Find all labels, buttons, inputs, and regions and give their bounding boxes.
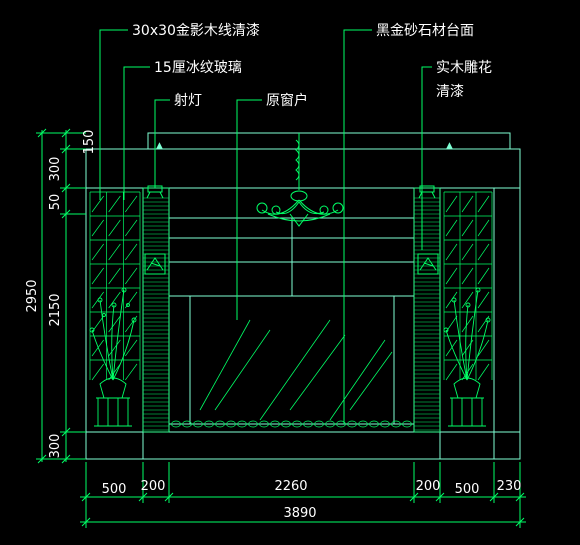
annotation-carving-line2: 清漆 (436, 84, 464, 100)
chandelier-icon (256, 133, 344, 227)
annotation-trim: 30x30金影木线清漆 (132, 23, 260, 39)
dim-v-2150: 2150 (48, 293, 63, 326)
dim-v-150: 150 (82, 130, 97, 155)
glass-panel-left (89, 191, 141, 381)
dim-h-500-left: 500 (102, 482, 127, 497)
dim-h-200-right: 200 (416, 479, 441, 494)
glass-panel-right (443, 191, 493, 381)
carving-panel-right (417, 253, 439, 275)
window-recess (189, 295, 395, 425)
dim-h-total: 3890 (283, 506, 316, 521)
vertical-dimension-lines (36, 128, 86, 464)
annotation-spotlight: 射灯 (174, 93, 202, 109)
ceiling-band (85, 148, 521, 189)
dim-v-total: 2950 (25, 279, 40, 312)
ceiling-marker-left: ▲ (156, 141, 163, 151)
potted-plant-icon (443, 287, 491, 427)
window-glass-reflection (199, 319, 393, 421)
pillar-left (142, 187, 170, 433)
carving-motif-right (419, 257, 437, 271)
dim-h-230: 230 (497, 479, 522, 494)
ceiling-marker-right: ▲ (446, 141, 453, 151)
dim-h-2260: 2260 (274, 479, 307, 494)
horizontal-dimension-lines (80, 462, 526, 528)
annotation-carving-line1: 实木雕花 (436, 60, 492, 76)
pillar-right (413, 187, 441, 433)
annotation-countertop: 黑金砂石材台面 (376, 23, 474, 39)
annotation-window: 原窗户 (266, 92, 308, 109)
base-skirting (85, 431, 521, 460)
dim-v-300-top: 300 (48, 157, 63, 182)
annotation-glass: 15厘冰纹玻璃 (154, 59, 242, 76)
leader-lines (99, 29, 432, 424)
dim-h-200-left: 200 (141, 479, 166, 494)
pebble-row (171, 420, 412, 428)
ceiling-upper-outline (147, 132, 511, 149)
dim-v-300-bottom: 300 (48, 434, 63, 459)
dim-h-500-right: 500 (455, 482, 480, 497)
potted-plant-icon (89, 287, 137, 427)
carving-motif-left (146, 257, 164, 271)
left-cabinet-frame (85, 187, 144, 433)
carving-panel-left (144, 253, 166, 275)
dim-v-50: 50 (48, 194, 63, 211)
